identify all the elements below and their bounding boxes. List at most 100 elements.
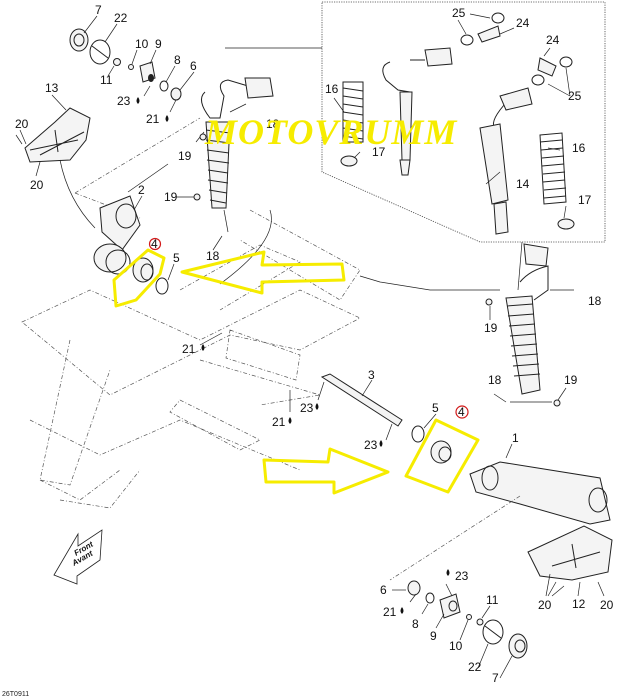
ring-8-bottom [425,592,435,604]
callout-19-right-top: 19 [484,321,498,335]
callout-23-bottom: 23 [455,569,469,583]
bushing-4-upper [132,257,154,283]
lube-drop-icon [446,569,450,576]
callout-14: 14 [516,177,530,191]
callout-21-bottom: 21 [383,605,397,619]
callout-1: 1 [512,431,519,445]
highlight-arrow-right [262,447,390,495]
highlight-outline-lower [404,418,480,494]
callout-16-inset-left: 16 [325,82,339,96]
washer-10-bottom [466,614,472,620]
red-circle-label-4-lower [455,405,469,419]
watermark-text: MOTOVRUMM [204,112,458,152]
lube-drop-icon [136,97,140,104]
skid-plate-12 [527,525,613,581]
callout-24-inset-top: 24 [516,16,530,30]
callout-2: 2 [138,183,145,197]
pivot-tube [93,243,131,275]
shock-absorber-right [505,243,549,395]
callout-5-upper: 5 [173,251,180,265]
washer-11-top [113,58,121,66]
red-circle-label-4-upper [148,237,162,251]
callout-8-bottom: 8 [412,617,419,631]
inset-shock-right [479,87,533,235]
highlight-arrow-left [180,250,346,295]
spring-seat-17-right [557,218,575,230]
callout-4-upper: 4 [151,237,158,251]
bushing-4-lower [430,440,452,464]
callout-18-right-bottom: 18 [488,373,502,387]
nut-19 [193,193,201,201]
callout-8-top: 8 [174,53,181,67]
inset-frame [321,1,606,243]
highlight-outline-upper [112,248,166,308]
callout-20-skid-left: 20 [538,598,552,612]
callout-10-top: 10 [135,37,149,51]
callout-20-left-top: 20 [15,117,29,131]
nut-19 [553,399,561,407]
callout-9-top: 9 [155,37,162,51]
washer-11-bottom [476,618,484,626]
callout-6-top: 6 [190,59,197,73]
callout-16-inset-right: 16 [572,141,586,155]
linkage-2 [99,195,141,251]
lube-drop-icon [315,403,319,410]
callout-21-frame-left: 21 [182,342,196,356]
callout-9-bottom: 9 [430,629,437,643]
spring-16-right [539,132,567,205]
inset-leader-line-down [517,241,523,291]
callout-18-right-top: 18 [588,294,602,308]
callout-17-inset-left: 17 [372,145,386,159]
pivot-shaft-3 [320,373,403,427]
callout-20-left-bottom: 20 [30,178,44,192]
callout-11-bottom: 11 [486,593,499,607]
callout-7-top: 7 [95,3,102,17]
callout-19-right-bottom: 19 [564,373,578,387]
lube-drop-icon [201,344,205,351]
callout-23-shaft-left: 23 [300,401,314,415]
swing-arm-1 [469,461,611,525]
ring-8-top [159,80,169,92]
callout-5-lower: 5 [432,401,439,415]
callout-20-skid-right: 20 [600,598,614,612]
flange-9-top [139,61,156,83]
callout-17-inset-right: 17 [578,193,592,207]
callout-18-shock: 18 [266,117,280,131]
nut-19 [199,133,207,141]
nut-19 [485,298,493,306]
callout-6-bottom: 6 [380,583,387,597]
flange-9-bottom [439,593,461,619]
callout-23-top: 23 [117,94,131,108]
cap-7-top [69,28,89,52]
callout-21-frame-right: 21 [272,415,286,429]
callout-25-inset-right: 25 [568,89,582,103]
seal-6-top [170,87,182,101]
callout-7-bottom: 7 [492,671,499,685]
circlip-5-upper [155,277,169,295]
callout-23-shaft-right: 23 [364,438,378,452]
clamp-25-24-top [460,12,505,46]
callout-22-top: 22 [114,11,128,25]
shock-absorber-left [200,77,274,209]
callout-3: 3 [368,368,375,382]
callout-10-bottom: 10 [449,639,463,653]
callout-21-top: 21 [146,112,160,126]
lube-drop-icon [379,440,383,447]
lube-drop-icon [288,417,292,424]
callout-24-inset-right: 24 [546,33,560,47]
cap-7-bottom [508,633,528,659]
front-direction-arrow: Front Avant [53,529,103,585]
callout-22-bottom: 22 [468,660,482,674]
lube-drop-icon [165,115,169,122]
spring-16-left [342,81,364,143]
circlip-5-lower [411,425,425,443]
callout-19-shock-top: 19 [178,149,192,163]
callout-12: 12 [572,597,586,611]
skid-plate-13 [24,107,91,163]
callout-18-shock-bottom: 18 [206,249,220,263]
clamp-25-24-right [531,56,573,86]
callout-4-lower: 4 [458,405,465,419]
drawing-code: 26T0911 [2,691,29,698]
